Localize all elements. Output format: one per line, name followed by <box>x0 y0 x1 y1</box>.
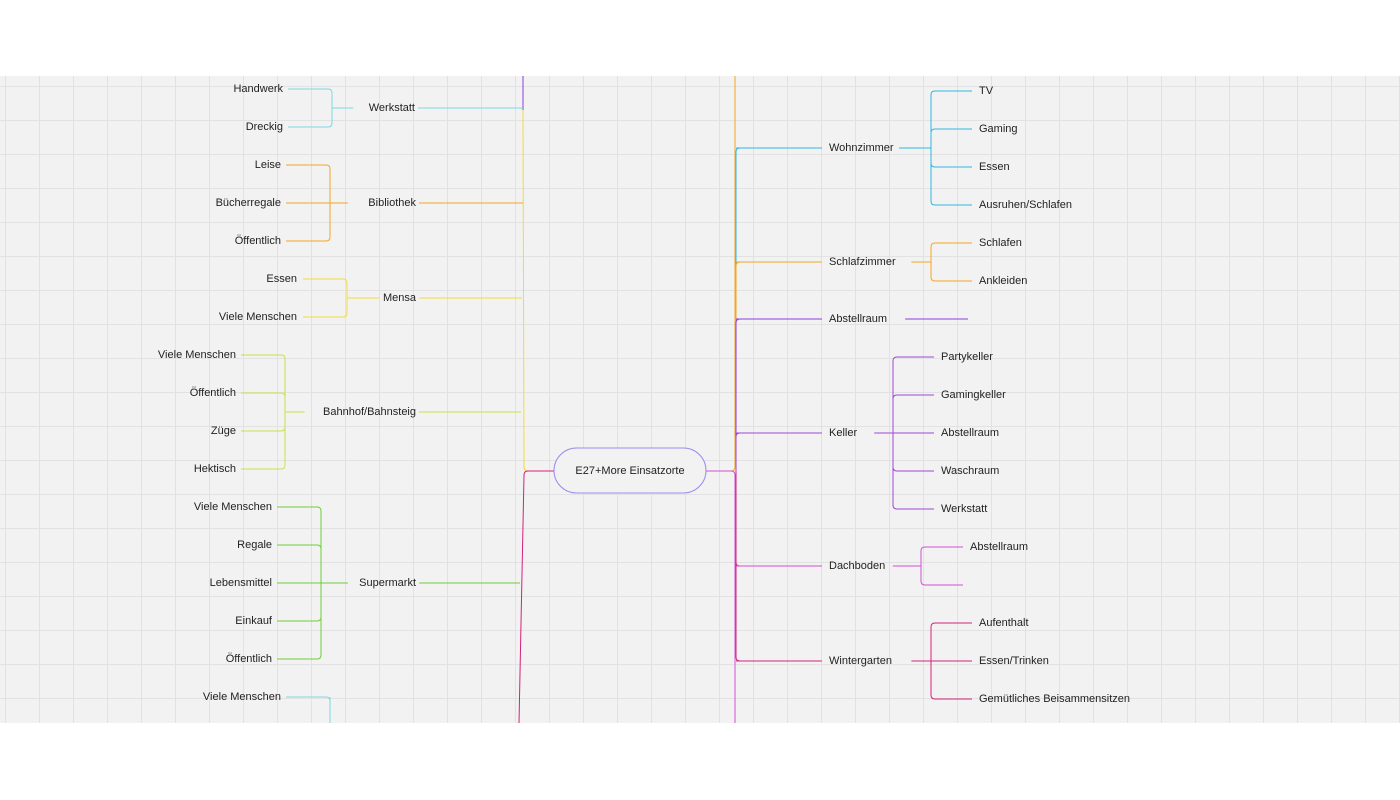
left-leaf-label[interactable]: Leise <box>255 159 281 171</box>
left-leaf-label[interactable]: Züge <box>211 425 236 437</box>
right-branch-elbow <box>735 318 741 471</box>
right-leaf-label[interactable]: Aufenthalt <box>979 617 1029 629</box>
right-leaf-label[interactable]: Gemütliches Beisammensitzen <box>979 693 1130 705</box>
left-topic-label[interactable]: Mensa <box>383 292 417 304</box>
right-child-line <box>930 242 972 262</box>
right-topic-label[interactable]: Wintergarten <box>829 655 892 667</box>
left-topic-label[interactable]: Bahnhof/Bahnsteig <box>323 406 416 418</box>
right-child-line <box>930 661 972 700</box>
right-child-line <box>930 262 972 282</box>
right-leaf-label[interactable]: Schlafen <box>979 237 1022 249</box>
left-leaf-label[interactable]: Öffentlich <box>226 653 272 665</box>
left-leaf-label[interactable]: Viele Menschen <box>158 349 236 361</box>
left-leaf-label[interactable]: Viele Menschen <box>194 501 272 513</box>
right-leaf-label[interactable]: Gamingkeller <box>941 389 1006 401</box>
left-leaf-label[interactable]: Einkauf <box>235 615 273 627</box>
left-child-line <box>286 203 331 242</box>
right-topic-label[interactable]: Schlafzimmer <box>829 256 896 268</box>
right-leaf-label[interactable]: Abstellraum <box>941 427 999 439</box>
right-leaf-label[interactable]: Abstellraum <box>970 541 1028 553</box>
left-topic-label[interactable]: Werkstatt <box>369 102 415 114</box>
left-leaf-label[interactable]: Öffentlich <box>235 235 281 247</box>
left-child-line <box>277 544 322 583</box>
right-leaf-label[interactable]: Waschraum <box>941 465 999 477</box>
mindmap: E27+More Einsatzorte Werkstatt HandwerkDr… <box>158 76 1130 723</box>
left-leaf-label[interactable]: Hektisch <box>194 463 236 475</box>
left-topic-label[interactable]: Supermarkt <box>359 577 416 589</box>
center-node[interactable]: E27+More Einsatzorte <box>553 447 707 494</box>
right-child-line <box>892 394 934 433</box>
left-leaf-label[interactable]: Viele Menschen <box>219 311 297 323</box>
left-leaf-label[interactable]: Regale <box>237 539 272 551</box>
right-child-line <box>892 356 934 433</box>
left-topic-label[interactable]: Bibliothek <box>368 197 416 209</box>
center-node-border <box>553 447 707 494</box>
right-branch-elbow <box>735 147 741 471</box>
connector-lines <box>241 76 972 723</box>
left-leaf-label[interactable]: Handwerk <box>233 83 283 95</box>
right-leaf-label[interactable]: Essen <box>979 161 1010 173</box>
right-leaf-label[interactable]: Ausruhen/Schlafen <box>979 199 1072 211</box>
left-child-line <box>241 354 286 412</box>
right-child-line <box>920 566 963 586</box>
left-leaf-label[interactable]: Dreckig <box>246 121 283 133</box>
right-child-line <box>930 128 972 148</box>
right-topic-label[interactable]: Abstellraum <box>829 313 887 325</box>
right-topic-label[interactable]: Wohnzimmer <box>829 142 894 154</box>
left-child-line <box>286 696 331 723</box>
left-trunk-lower <box>518 470 554 723</box>
center-node-label[interactable]: E27+More Einsatzorte <box>575 465 684 477</box>
left-child-line <box>303 298 348 318</box>
right-leaf-label[interactable]: Partykeller <box>941 351 993 363</box>
right-child-line <box>930 90 972 148</box>
left-child-line <box>286 164 331 203</box>
left-child-line <box>241 412 286 470</box>
left-leaf-label[interactable]: Bücherregale <box>216 197 281 209</box>
right-leaf-label[interactable]: Ankleiden <box>979 275 1027 287</box>
left-leaf-label[interactable]: Viele Menschen <box>203 691 281 703</box>
right-trunk-lower <box>706 470 736 723</box>
left-child-line <box>277 583 322 622</box>
right-child-line <box>892 433 934 510</box>
right-trunk-upper <box>706 76 736 472</box>
right-leaf-label[interactable]: TV <box>979 85 994 97</box>
left-child-line <box>288 108 333 128</box>
left-leaf-label[interactable]: Öffentlich <box>190 387 236 399</box>
left-child-line <box>241 412 286 432</box>
right-child-line <box>930 148 972 206</box>
left-child-line <box>277 583 322 660</box>
left-leaf-label[interactable]: Lebensmittel <box>210 577 272 589</box>
right-branch-elbow <box>735 261 741 471</box>
right-leaf-label[interactable]: Essen/Trinken <box>979 655 1049 667</box>
right-child-line <box>930 622 972 661</box>
right-leaf-label[interactable]: Werkstatt <box>941 503 987 515</box>
right-topic-label[interactable]: Keller <box>829 427 857 439</box>
right-child-line <box>920 546 963 566</box>
left-leaf-label[interactable]: Essen <box>266 273 297 285</box>
right-child-line <box>930 148 972 168</box>
right-leaf-label[interactable]: Gaming <box>979 123 1018 135</box>
left-trunk-upper <box>522 109 554 472</box>
left-child-line <box>303 278 348 298</box>
left-child-line <box>241 392 286 412</box>
right-topic-label[interactable]: Dachboden <box>829 560 885 572</box>
left-child-line <box>288 88 333 108</box>
right-child-line <box>892 433 934 472</box>
left-child-line <box>277 506 322 583</box>
right-branch-elbow <box>735 471 741 567</box>
right-branch-elbow <box>735 432 741 471</box>
